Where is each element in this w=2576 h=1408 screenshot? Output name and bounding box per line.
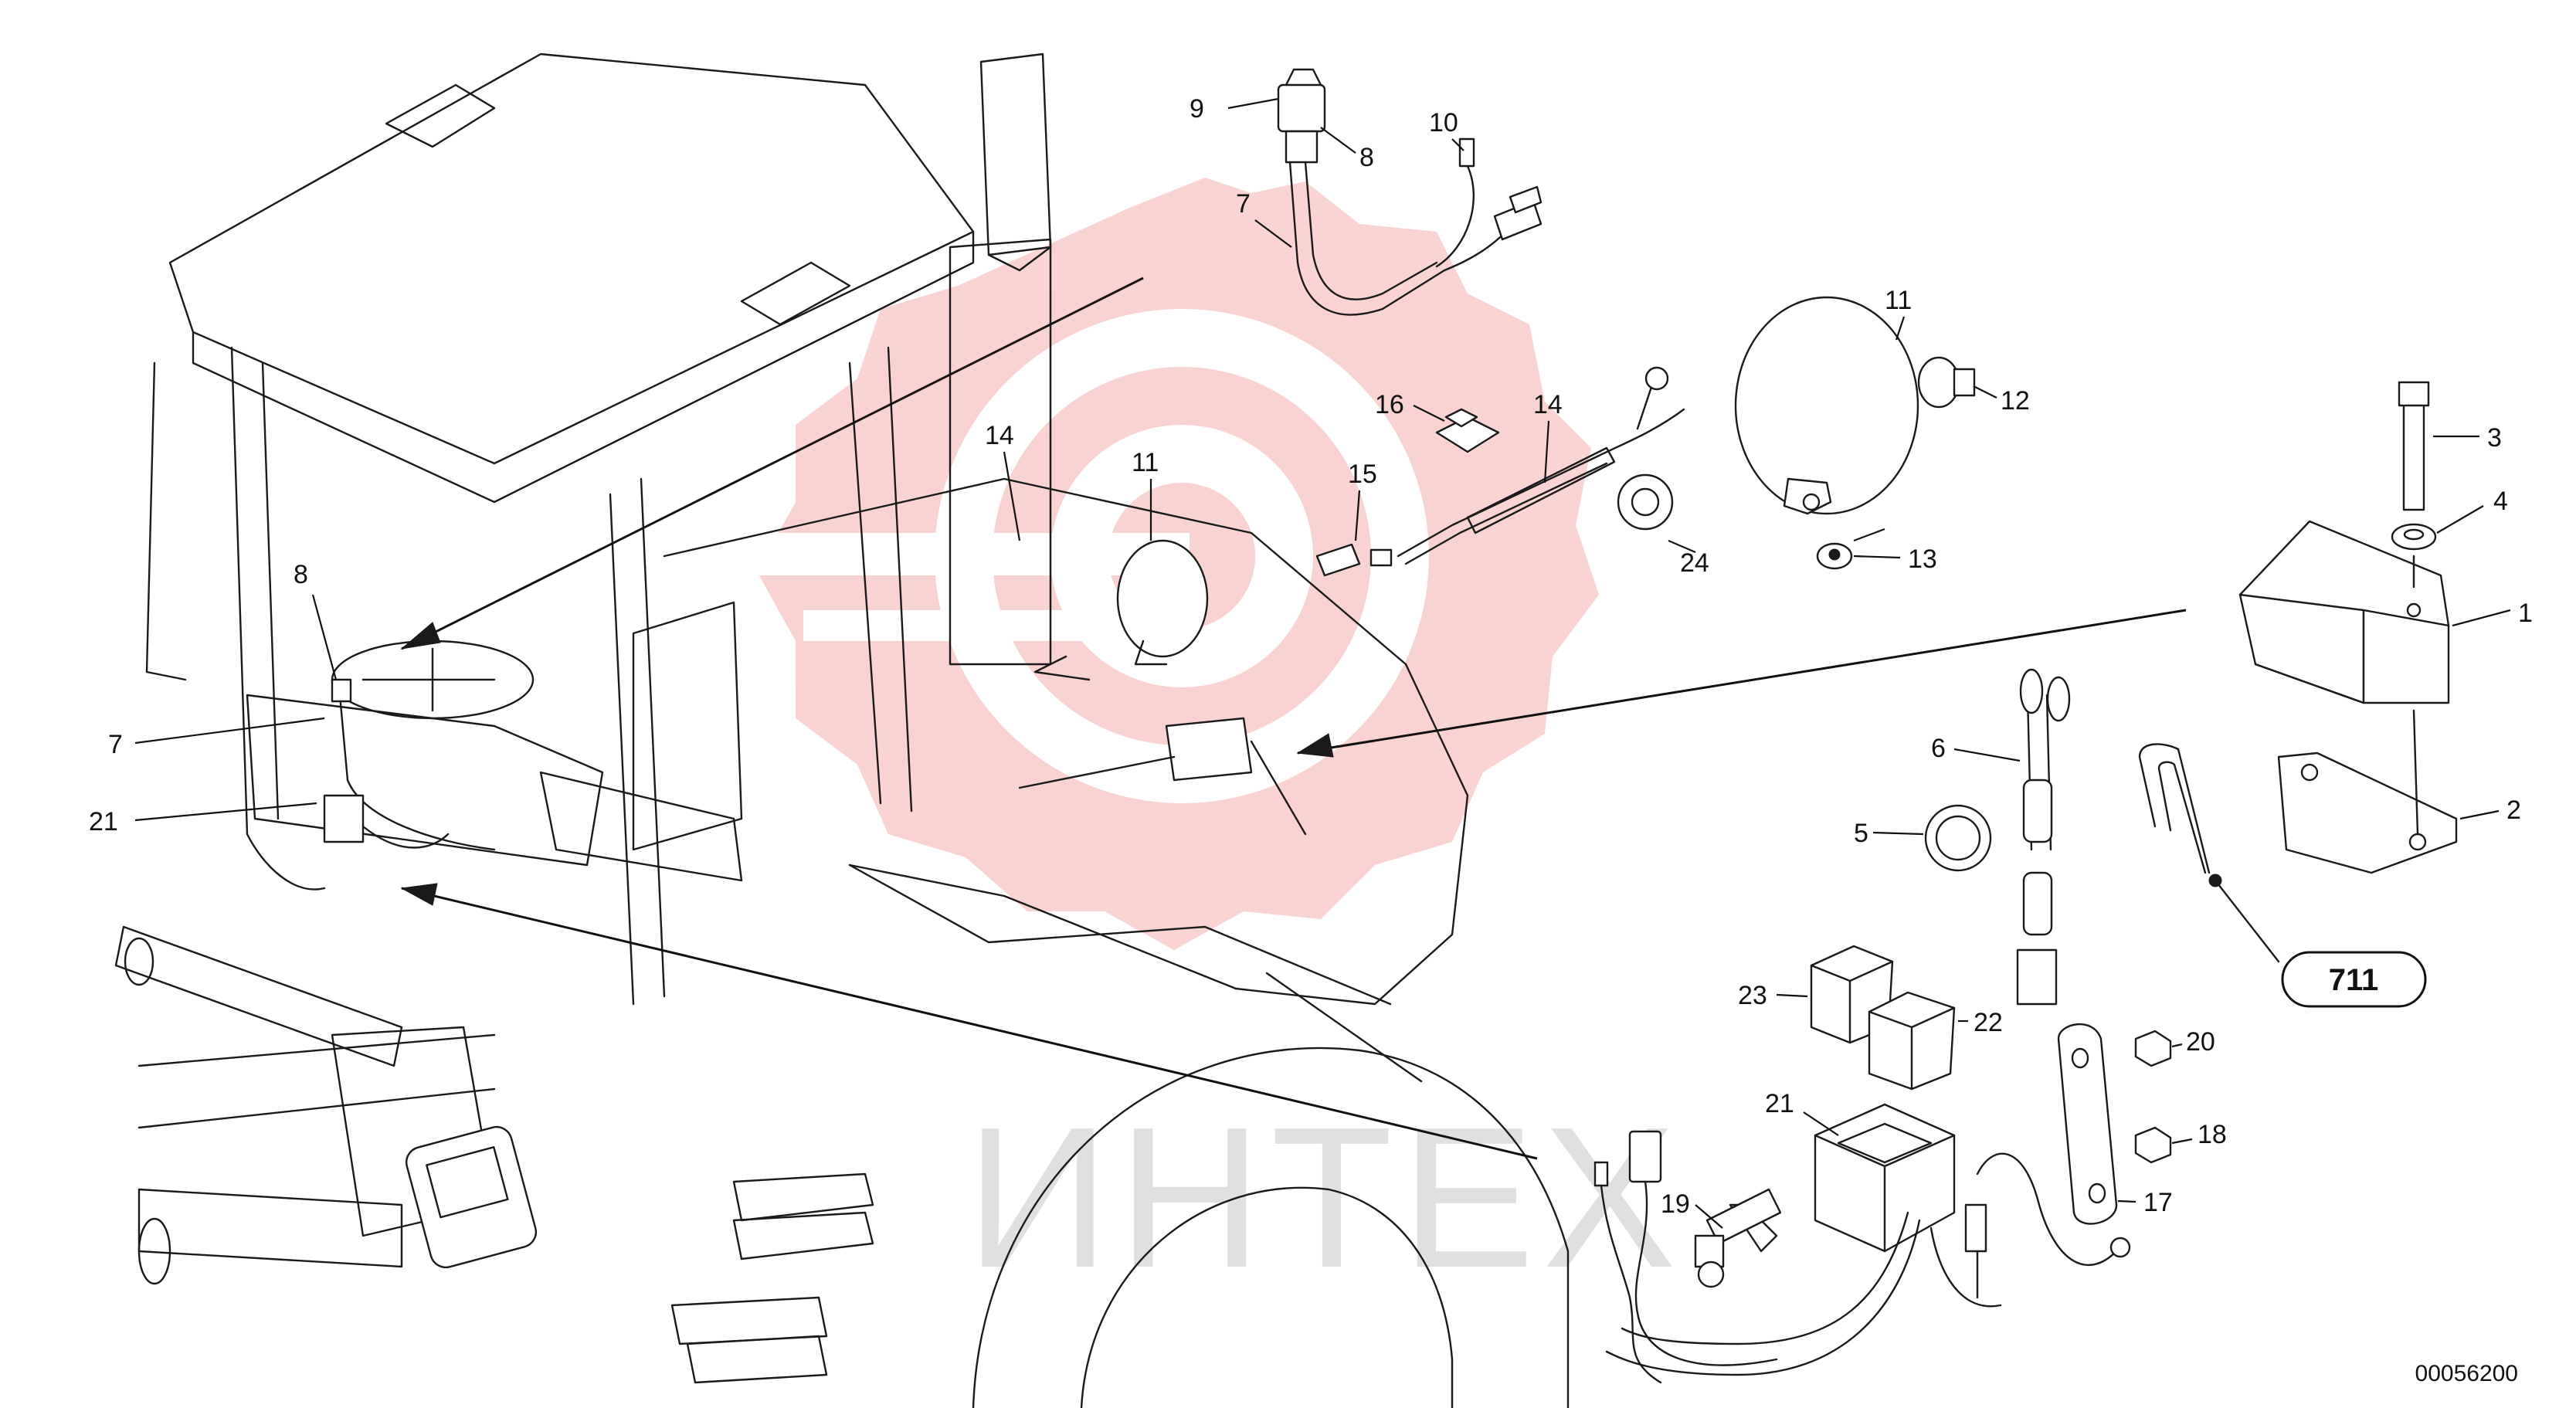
- callout-1: 1: [2518, 599, 2533, 628]
- callout-11: 11: [1132, 448, 1159, 477]
- callout-15: 15: [1348, 460, 1377, 489]
- watermark-text: ИНТЕХ: [966, 1086, 1684, 1310]
- control-box-assembly: [2138, 381, 2458, 963]
- switch-harness: [1277, 68, 1543, 316]
- lamp-harness: [1315, 366, 1853, 577]
- callout-23: 23: [1738, 981, 1767, 1010]
- callout-21: 21: [89, 807, 118, 836]
- arrowhead: [1296, 733, 1334, 758]
- callout-7: 7: [1236, 189, 1251, 219]
- relay-assembly: [1605, 945, 2131, 1376]
- relay-harness-short: [1924, 668, 2071, 1006]
- reference-badge[interactable]: 711: [2281, 951, 2427, 1008]
- callout-14: 14: [985, 421, 1014, 450]
- callout-18: 18: [2198, 1120, 2227, 1149]
- callout-9: 9: [1190, 94, 1204, 124]
- reference-badge-label: 711: [2329, 963, 2379, 997]
- document-number: 00056200: [2415, 1361, 2518, 1386]
- work-lamp: [1734, 296, 1976, 515]
- callout-8: 8: [1359, 143, 1374, 172]
- callout-12: 12: [2001, 386, 2030, 416]
- callout-10: 10: [1429, 108, 1458, 137]
- callout-17: 17: [2143, 1188, 2173, 1217]
- callout-13: 13: [1908, 545, 1937, 574]
- ground-harness: [1593, 1130, 1778, 1384]
- callout-19: 19: [1661, 1189, 1690, 1219]
- arrowhead: [400, 622, 441, 650]
- callout-21: 21: [1765, 1089, 1794, 1118]
- callout-2: 2: [2506, 796, 2521, 825]
- mounting-plate: [2057, 1023, 2172, 1225]
- callout-11: 11: [1885, 286, 1912, 315]
- callout-8: 8: [294, 560, 308, 589]
- arrowhead: [400, 883, 438, 906]
- callout-22: 22: [1974, 1008, 2003, 1037]
- callout-4: 4: [2493, 487, 2508, 516]
- callout-7: 7: [108, 730, 123, 759]
- callout-6: 6: [1931, 734, 1946, 763]
- callout-24: 24: [1680, 548, 1709, 578]
- callout-16: 16: [1375, 390, 1404, 419]
- callout-14: 14: [1533, 390, 1563, 419]
- callout-20: 20: [2186, 1027, 2215, 1057]
- callout-3: 3: [2487, 423, 2502, 453]
- callout-labels: 9 8 10 7 11 12 16 14 3 14 11 15 24 13 4 …: [89, 94, 2533, 1229]
- assembly-arrows: [400, 277, 2187, 1160]
- forklift-illustration: [114, 53, 1570, 1408]
- callout-5: 5: [1854, 819, 1868, 848]
